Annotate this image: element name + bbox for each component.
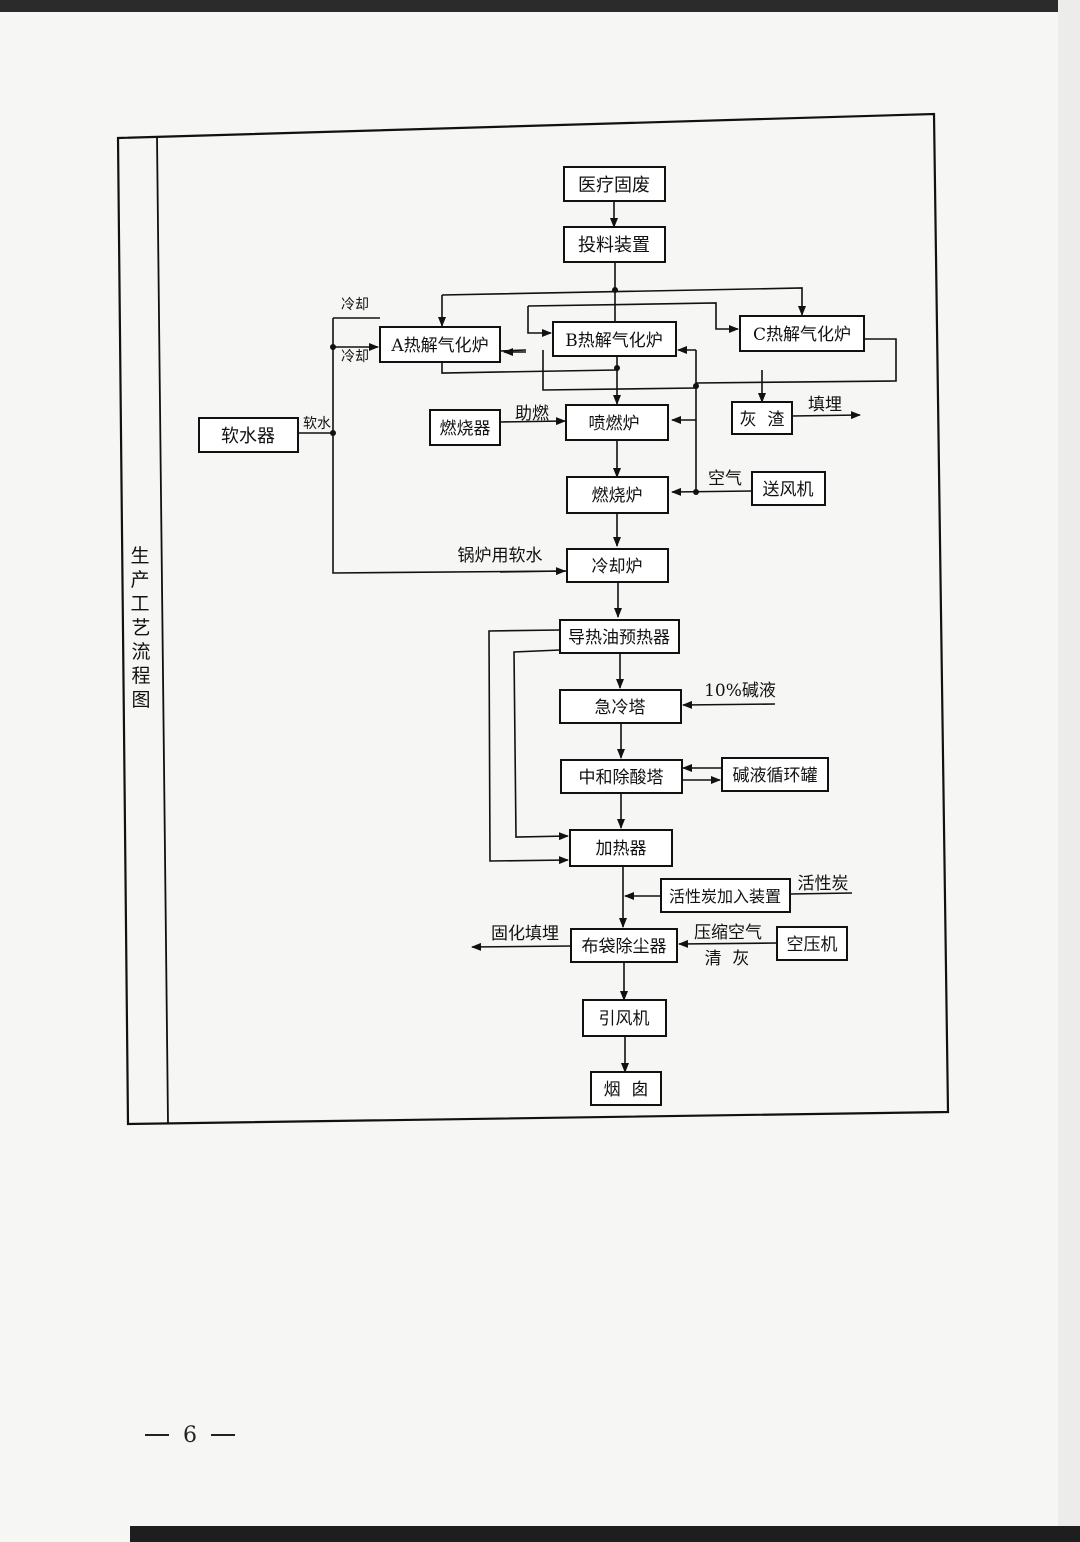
connectors bbox=[298, 200, 897, 1073]
node-chimney: 烟 囱 bbox=[590, 1071, 662, 1106]
svg-text:B热解气化炉: B热解气化炉 bbox=[565, 331, 663, 351]
svg-text:碱液循环罐: 碱液循环罐 bbox=[733, 766, 818, 786]
svg-text:喷燃炉: 喷燃炉 bbox=[589, 414, 640, 434]
svg-text:空压机: 空压机 bbox=[787, 935, 838, 955]
svg-text:冷却炉: 冷却炉 bbox=[592, 557, 643, 577]
node-cooling-furnace: 冷却炉 bbox=[566, 548, 669, 583]
svg-text:投料装置: 投料装置 bbox=[578, 235, 650, 256]
node-quench-tower: 急冷塔 bbox=[559, 689, 682, 724]
label-combustion-aid: 助燃 bbox=[515, 404, 549, 424]
node-heater: 加热器 bbox=[569, 829, 673, 867]
page-number: 6 bbox=[183, 1422, 197, 1448]
label-ash-clean: 清 灰 bbox=[705, 949, 750, 969]
node-oil-preheater: 导热油预热器 bbox=[559, 619, 680, 654]
svg-text:布袋除尘器: 布袋除尘器 bbox=[582, 937, 667, 957]
node-neutral-tower: 中和除酸塔 bbox=[560, 759, 683, 794]
node-combustion-furnace: 燃烧炉 bbox=[566, 476, 669, 514]
svg-text:急冷塔: 急冷塔 bbox=[595, 698, 646, 718]
svg-text:医疗固废: 医疗固废 bbox=[578, 175, 650, 196]
node-gasifier-a: A热解气化炉 bbox=[379, 326, 501, 363]
side-title-char: 工 bbox=[130, 593, 149, 615]
diagram-frame bbox=[116, 112, 950, 1126]
page-number-footer: 6 bbox=[140, 1420, 240, 1450]
svg-text:燃烧炉: 燃烧炉 bbox=[592, 486, 643, 506]
side-title-char: 程 bbox=[131, 665, 150, 687]
scan-right-edge bbox=[1058, 0, 1080, 1542]
label-air: 空气 bbox=[708, 469, 742, 489]
side-title-char: 生 bbox=[130, 545, 149, 567]
side-title-char: 艺 bbox=[131, 617, 150, 639]
label-alkali-10: 10%碱液 bbox=[704, 681, 776, 701]
node-alkali-tank: 碱液循环罐 bbox=[721, 757, 829, 792]
node-compressor: 空压机 bbox=[776, 926, 848, 961]
node-ash: 灰 渣 bbox=[731, 401, 793, 435]
svg-text:导热油预热器: 导热油预热器 bbox=[568, 628, 670, 648]
label-boiler-water: 锅炉用软水 bbox=[458, 546, 543, 566]
node-gasifier-b: B热解气化炉 bbox=[552, 321, 677, 357]
label-cooling-1: 冷却 bbox=[341, 297, 369, 313]
svg-text:灰 渣: 灰 渣 bbox=[740, 410, 785, 430]
page-number-dash-right bbox=[211, 1434, 235, 1436]
label-solidify-landfill: 固化填埋 bbox=[491, 924, 559, 944]
node-spray-furnace: 喷燃炉 bbox=[565, 404, 669, 441]
label-compressed-air: 压缩空气 bbox=[694, 923, 762, 943]
svg-text:引风机: 引风机 bbox=[599, 1009, 650, 1029]
node-softener: 软水器 bbox=[198, 417, 299, 453]
page-number-dash-left bbox=[145, 1434, 169, 1436]
node-feeder: 投料装置 bbox=[563, 226, 666, 263]
edge-labels: 冷却 冷却 软水 助燃 填埋 空气 锅炉用软水 10%碱液 活性炭 固化填埋 压… bbox=[303, 297, 849, 969]
node-bag-filter: 布袋除尘器 bbox=[570, 928, 678, 963]
svg-text:烟 囱: 烟 囱 bbox=[604, 1080, 649, 1100]
svg-text:送风机: 送风机 bbox=[763, 480, 814, 500]
node-id-fan: 引风机 bbox=[582, 999, 667, 1037]
svg-text:加热器: 加热器 bbox=[596, 839, 647, 859]
svg-text:燃烧器: 燃烧器 bbox=[440, 419, 491, 439]
node-gasifier-c: C热解气化炉 bbox=[739, 315, 865, 352]
frame-divider bbox=[156, 136, 169, 1124]
side-title-char: 流 bbox=[131, 641, 150, 663]
side-title-char: 图 bbox=[131, 689, 150, 711]
node-burner: 燃烧器 bbox=[429, 409, 501, 446]
node-waste: 医疗固废 bbox=[563, 166, 666, 202]
scan-top-edge bbox=[0, 0, 1080, 12]
node-blower: 送风机 bbox=[751, 471, 826, 506]
label-cooling-2: 冷却 bbox=[341, 349, 369, 365]
node-carbon-feeder: 活性炭加入装置 bbox=[660, 878, 791, 913]
svg-text:C热解气化炉: C热解气化炉 bbox=[753, 325, 851, 345]
svg-text:软水器: 软水器 bbox=[221, 426, 275, 447]
side-title-char: 产 bbox=[130, 569, 149, 591]
svg-text:活性炭加入装置: 活性炭加入装置 bbox=[669, 887, 781, 906]
scan-bottom-edge bbox=[130, 1526, 1080, 1542]
svg-text:A热解气化炉: A热解气化炉 bbox=[390, 336, 488, 356]
svg-text:中和除酸塔: 中和除酸塔 bbox=[579, 768, 664, 788]
side-title: 生 产 工 艺 流 程 图 bbox=[130, 545, 150, 711]
label-activated-carbon: 活性炭 bbox=[798, 874, 849, 894]
label-soft-water: 软水 bbox=[303, 416, 331, 432]
label-landfill: 填埋 bbox=[808, 395, 842, 415]
